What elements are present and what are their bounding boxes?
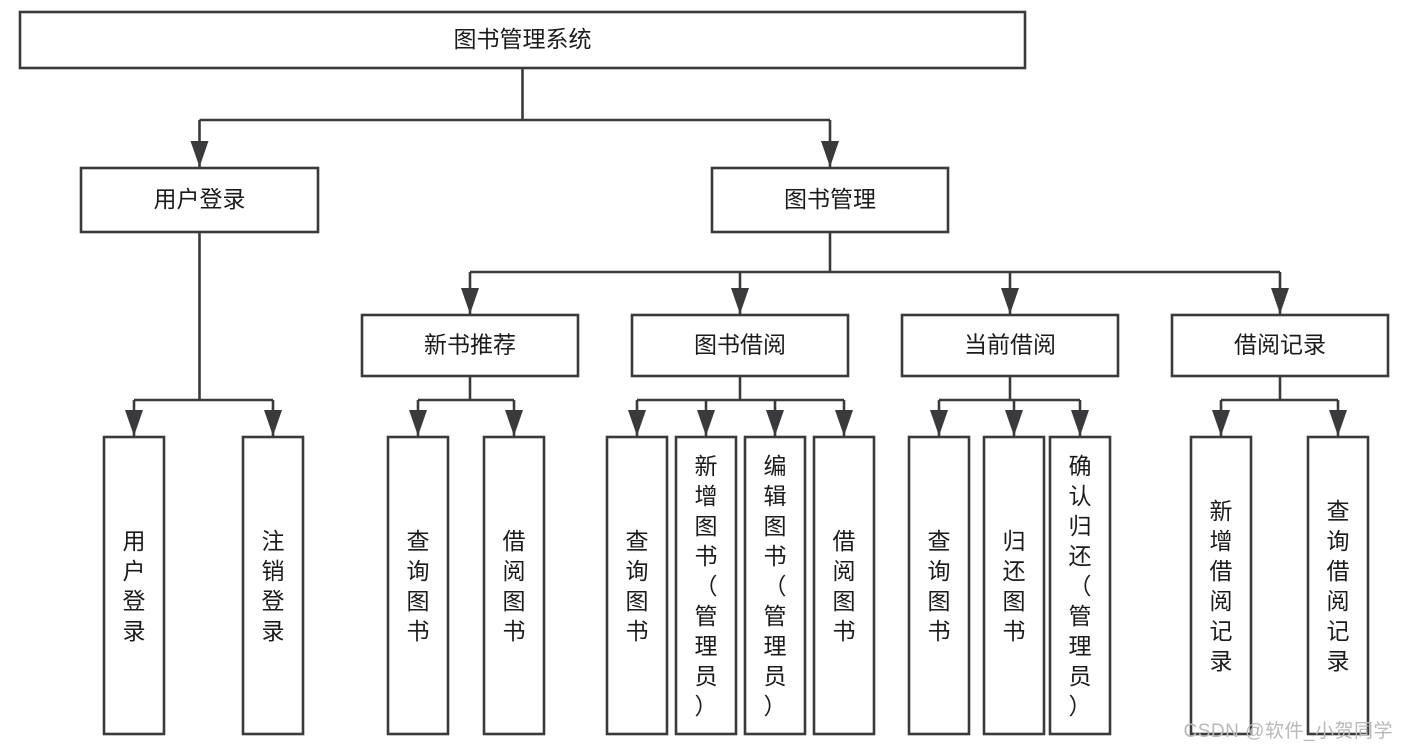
arrow-head-icon [125, 410, 143, 436]
node-box-rect [907, 435, 971, 736]
node-box-rect [812, 435, 876, 736]
node-level2-2[interactable]: 当前借阅 [900, 313, 1120, 378]
node-label: 新增借阅记录 [1210, 498, 1233, 674]
node-level2-0[interactable]: 新书推荐 [360, 313, 580, 378]
node-box-rect [1306, 435, 1370, 736]
node-leaf-2[interactable]: 查询图书 [386, 435, 450, 736]
node-box-rect [18, 10, 1027, 70]
node-box-rect [102, 435, 166, 736]
node-label: 用户登录 [123, 528, 146, 644]
node-leaf-12[interactable]: 查询借阅记录 [1306, 435, 1370, 736]
node-box-rect [482, 435, 546, 736]
node-label: 注销登录 [262, 528, 285, 644]
node-label: 当前借阅 [964, 332, 1056, 358]
node-label: 归还图书 [1003, 528, 1026, 644]
node-leaf-5[interactable]: 新增图书（管理员） [674, 435, 738, 736]
node-leaf-6[interactable]: 编辑图书（管理员） [743, 435, 807, 736]
node-leaf-10[interactable]: 确认归还（管理员） [1048, 435, 1112, 736]
node-label: 图书管理系统 [454, 26, 592, 52]
arrow-head-icon [505, 410, 523, 436]
node-box-rect [900, 313, 1120, 378]
node-box-rect [79, 166, 320, 234]
node-level1-1[interactable]: 图书管理 [710, 166, 950, 234]
node-box-rect [1048, 435, 1112, 736]
node-label: 图书借阅 [694, 332, 786, 358]
node-box-rect [674, 435, 738, 736]
node-label: 编辑图书（管理员） [764, 453, 787, 719]
arrow-head-icon [190, 141, 209, 167]
node-boxes-layer: 图书管理系统用户登录图书管理新书推荐图书借阅当前借阅借阅记录用户登录注销登录查询… [18, 10, 1390, 736]
node-label: 用户登录 [154, 186, 246, 212]
arrow-head-icon [1212, 410, 1230, 436]
arrow-head-icon [409, 410, 427, 436]
node-level2-3[interactable]: 借阅记录 [1170, 313, 1390, 378]
node-box-rect [710, 166, 950, 234]
arrow-head-icon [731, 288, 749, 314]
node-leaf-7[interactable]: 借阅图书 [812, 435, 876, 736]
node-box-rect [1189, 435, 1253, 736]
node-label: 查询图书 [928, 528, 951, 644]
node-box-rect [982, 435, 1046, 736]
node-label: 查询借阅记录 [1327, 498, 1350, 674]
arrow-head-icon [1001, 288, 1019, 314]
node-box-rect [630, 313, 850, 378]
node-label: 确认归还（管理员） [1069, 453, 1092, 719]
arrow-head-icon [264, 410, 282, 436]
arrow-head-icon [930, 410, 948, 436]
arrow-head-icon [821, 141, 839, 167]
arrow-head-icon [835, 410, 853, 436]
node-label: 借阅图书 [503, 528, 526, 644]
node-label: 新增图书（管理员） [695, 453, 718, 719]
node-box-rect [743, 435, 807, 736]
arrow-head-icon [628, 410, 646, 436]
node-box-rect [360, 313, 580, 378]
arrow-head-icon [766, 410, 784, 436]
node-box-rect [1170, 313, 1390, 378]
node-leaf-8[interactable]: 查询图书 [907, 435, 971, 736]
node-leaf-4[interactable]: 查询图书 [605, 435, 669, 736]
node-level2-1[interactable]: 图书借阅 [630, 313, 850, 378]
node-label: 借阅记录 [1234, 332, 1326, 358]
node-leaf-1[interactable]: 注销登录 [241, 435, 305, 736]
arrow-head-icon [461, 288, 479, 314]
arrow-head-icon [1005, 410, 1023, 436]
node-leaf-3[interactable]: 借阅图书 [482, 435, 546, 736]
connector-edges-layer [125, 68, 1347, 436]
node-label: 查询图书 [626, 528, 649, 644]
node-leaf-11[interactable]: 新增借阅记录 [1189, 435, 1253, 736]
arrow-head-icon [697, 410, 715, 436]
node-label: 图书管理 [784, 186, 876, 212]
node-box-rect [605, 435, 669, 736]
node-root[interactable]: 图书管理系统 [18, 10, 1027, 70]
node-box-rect [241, 435, 305, 736]
node-leaf-9[interactable]: 归还图书 [982, 435, 1046, 736]
node-leaf-0[interactable]: 用户登录 [102, 435, 166, 736]
arrow-head-icon [1271, 288, 1289, 314]
arrow-head-icon [1071, 410, 1089, 436]
node-level1-0[interactable]: 用户登录 [79, 166, 320, 234]
arrow-head-icon [1329, 410, 1347, 436]
node-label: 查询图书 [407, 528, 430, 644]
node-label: 借阅图书 [833, 528, 856, 644]
node-box-rect [386, 435, 450, 736]
node-label: 新书推荐 [424, 332, 516, 358]
